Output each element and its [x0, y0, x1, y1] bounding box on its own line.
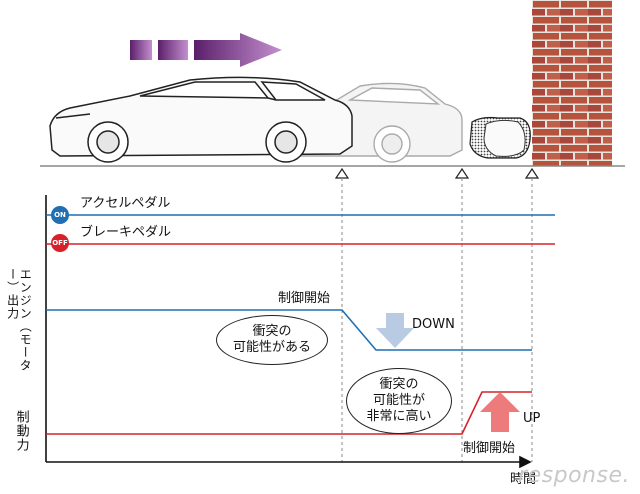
accel-pedal-label: アクセルペダル [80, 196, 171, 211]
control-start-label-2: 制御開始 [463, 441, 516, 456]
brick-wall [532, 0, 612, 166]
engine-output-axis-label: エンジン（モーター）出力 [5, 268, 33, 372]
car-main [49, 76, 353, 163]
collision-possible-bubble: 衝突の 可能性がある [216, 315, 328, 365]
bubble-2-line-1: 衝突の [379, 376, 419, 392]
response-watermark: response. [518, 463, 630, 488]
down-arrow [376, 313, 414, 348]
motion-arrow [130, 33, 282, 67]
bubble-1-line-1: 衝突の [252, 323, 292, 339]
bubble-2-line-2: 可能性が [372, 392, 425, 408]
obstacle [469, 116, 531, 159]
bubble-2-line-3: 非常に高い [366, 409, 432, 425]
time-axis-label: 時間 [510, 472, 537, 487]
up-label: UP [523, 411, 541, 426]
bubble-1-line-2: 可能性がある [232, 340, 311, 355]
down-label: DOWN [412, 317, 455, 332]
guide-lines [341, 178, 533, 462]
engine-output-line [46, 309, 532, 351]
event-markers [334, 167, 540, 179]
collision-very-likely-bubble: 衝突の 可能性が 非常に高い [346, 368, 452, 434]
brake-force-axis-label: 制動力 [13, 410, 29, 452]
brake-pedal-label: ブレーキペダル [80, 225, 172, 240]
chart-axes [45, 195, 532, 469]
brake-force-line [46, 391, 532, 435]
up-arrow [480, 392, 520, 432]
control-start-label-1: 制御開始 [278, 291, 331, 306]
brake-off-badge: OFF [51, 234, 69, 252]
accel-on-badge: ON [51, 206, 69, 224]
